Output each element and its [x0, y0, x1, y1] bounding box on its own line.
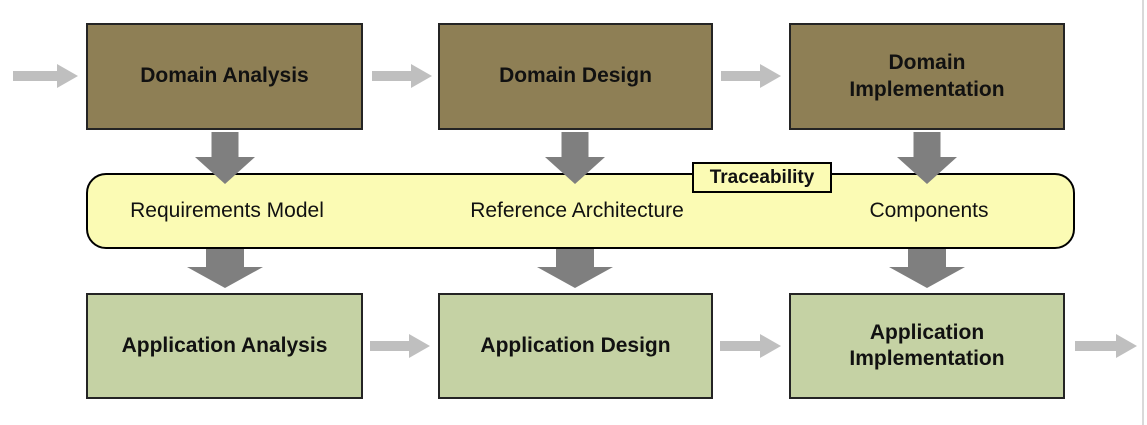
down-arrow-icon-band-to-application-implementation: [889, 249, 965, 288]
right-arrow-icon-design-to-implementation-top: [721, 64, 781, 88]
box-label: Domain Design: [499, 64, 652, 88]
down-arrow-icon-band-to-application-design: [537, 249, 613, 288]
box-domain-design: Domain Design: [438, 23, 713, 130]
band-item-label: Reference Architecture: [470, 199, 684, 222]
box-label: Application Analysis: [121, 333, 328, 357]
band-item-label: Requirements Model: [130, 199, 324, 222]
down-arrow-icon-band-to-application-analysis: [187, 249, 263, 288]
right-arrow-icon-entry: [13, 64, 78, 88]
box-application-implementation: Application Implementation: [789, 293, 1065, 399]
box-domain-analysis: Domain Analysis: [86, 23, 363, 130]
band-item-components: Components: [779, 175, 1079, 247]
box-label: Domain Analysis: [140, 64, 309, 88]
right-arrow-icon-analysis-to-design-top: [372, 64, 432, 88]
traceability-band: Requirements Model Reference Architectur…: [86, 173, 1075, 249]
right-arrow-icon-design-to-implementation-bottom: [720, 334, 781, 358]
box-label: Domain Implementation: [849, 51, 1005, 101]
right-arrow-icon-exit: [1075, 334, 1137, 358]
traceability-tag-label: Traceability: [709, 166, 815, 188]
right-arrow-icon-analysis-to-design-bottom: [370, 334, 430, 358]
traceability-tag: Traceability: [692, 162, 832, 193]
band-item-requirements-model: Requirements Model: [77, 175, 377, 247]
box-label: Application Design: [480, 333, 671, 357]
box-application-design: Application Design: [438, 293, 713, 399]
box-label: Application Implementation: [849, 320, 1005, 370]
band-item-label: Components: [869, 199, 989, 222]
band-item-reference-architecture: Reference Architecture: [427, 175, 727, 247]
box-application-analysis: Application Analysis: [86, 293, 363, 399]
page-edge-divider: [1142, 0, 1144, 425]
box-domain-implementation: Domain Implementation: [789, 23, 1065, 130]
